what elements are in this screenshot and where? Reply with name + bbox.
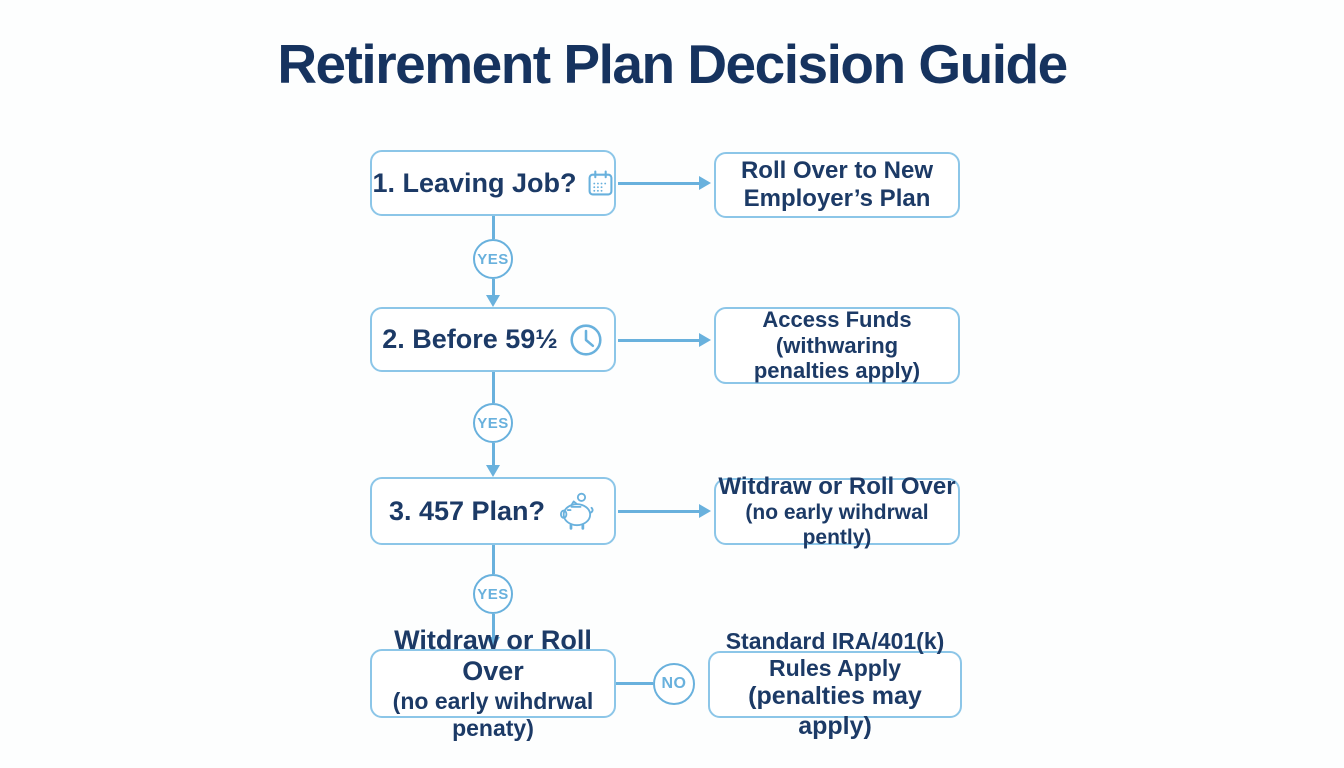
flow-line <box>492 545 495 574</box>
result-box-withdraw-rollover: Witdraw or Roll Over (no early wihdrwal … <box>714 473 960 549</box>
arrow-down-icon <box>486 295 500 307</box>
result-line: (withwaring <box>775 332 899 358</box>
question-label: 1. Leaving Job? <box>372 167 577 198</box>
final-box-withdraw-rollover: Witdraw or Roll Over (no early wihdrwal … <box>370 625 616 741</box>
arrow-right-icon <box>699 333 711 347</box>
result-line: Witdraw or Roll Over <box>394 624 592 687</box>
flow-line <box>492 372 495 403</box>
result-box-access-funds: Access Funds (withwaring penalties apply… <box>714 307 960 384</box>
result-line: Roll Over to New <box>740 156 934 184</box>
flow-line <box>492 443 495 466</box>
clock-icon <box>570 323 602 356</box>
page-title: Retirement Plan Decision Guide <box>277 33 1068 95</box>
yes-connector-2: YES <box>473 403 513 443</box>
flow-line <box>618 182 700 185</box>
question-box-before-59half: 2. Before 59½ <box>370 307 616 372</box>
result-line: (no early wihdrwal penaty) <box>392 688 594 742</box>
flow-line <box>492 216 495 239</box>
result-line: (no early wihdrwal pently) <box>745 500 929 549</box>
result-box-standard-rules: Standard IRA/401(k) Rules Apply (penalti… <box>708 628 962 740</box>
arrow-down-icon <box>486 637 500 649</box>
question-label: 2. Before 59½ <box>382 324 558 354</box>
result-line: Standard IRA/401(k) Rules Apply <box>725 627 945 681</box>
flow-line <box>492 279 495 296</box>
question-box-leaving-job: 1. Leaving Job? <box>370 150 616 216</box>
connector-label: NO <box>661 675 687 692</box>
flow-line <box>616 682 653 685</box>
result-line: penalties apply) <box>753 358 921 384</box>
no-connector: NO <box>653 663 695 705</box>
result-line: (penalties may apply) <box>748 682 922 740</box>
flow-line <box>618 510 700 513</box>
yes-connector-3: YES <box>473 574 513 614</box>
question-label: 3. 457 Plan? <box>388 495 546 526</box>
result-line: Access Funds <box>762 306 912 332</box>
piggy-bank-icon <box>560 492 594 530</box>
question-box-457-plan: 3. 457 Plan? <box>370 477 616 545</box>
arrow-right-icon <box>699 176 711 190</box>
result-line: Witdraw or Roll Over <box>718 472 956 500</box>
connector-label: YES <box>477 585 509 603</box>
connector-label: YES <box>477 250 509 268</box>
arrow-right-icon <box>699 504 711 518</box>
yes-connector-1: YES <box>473 239 513 279</box>
flow-line <box>618 339 700 342</box>
flow-line <box>492 614 495 637</box>
result-box-rollover-new-plan: Roll Over to New Employer’s Plan <box>714 152 960 218</box>
arrow-down-icon <box>486 465 500 477</box>
calendar-icon <box>588 170 612 195</box>
connector-label: YES <box>477 414 509 432</box>
result-line: Employer’s Plan <box>743 185 931 212</box>
